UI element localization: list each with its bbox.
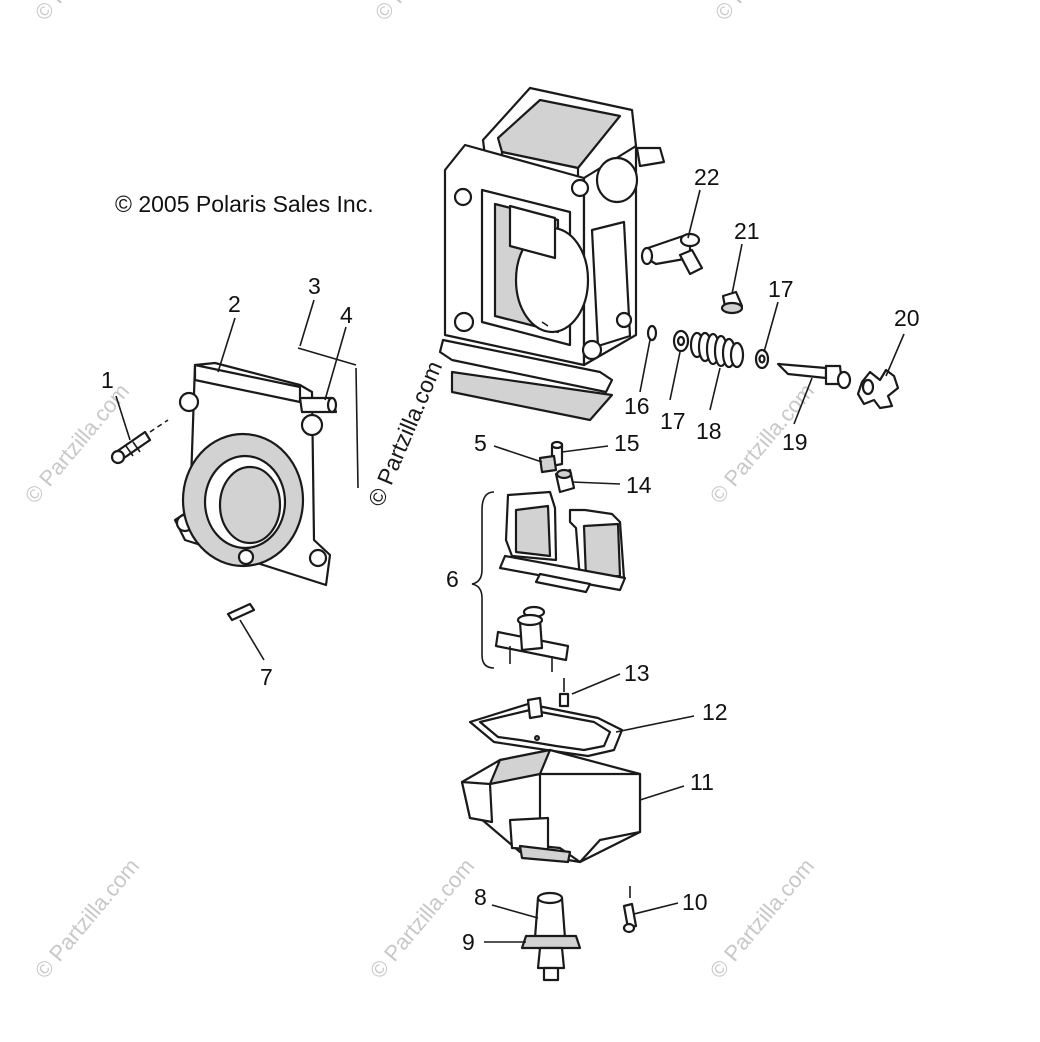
watermark-bottom-right: © Partzilla.com	[705, 854, 819, 984]
part-18-spring	[689, 331, 745, 369]
callout-18: 18	[696, 418, 722, 444]
part-12-gasket	[468, 696, 624, 758]
callout-7: 7	[260, 664, 273, 690]
callout-22: 22	[694, 164, 720, 190]
callouts: 1 2 3 4 5 6 7 8 9 10 11 12 13 14 15 16 1…	[101, 164, 920, 955]
part-19-needle-screw	[776, 362, 852, 390]
watermark-top-left: © Partzilla.com	[30, 0, 144, 25]
part-5-plug	[538, 454, 558, 474]
leader-lines	[115, 189, 905, 943]
callout-20: 20	[894, 305, 920, 331]
callout-4: 4	[340, 302, 353, 328]
watermark-top-mid: © Partzilla.com	[370, 0, 484, 25]
part-20-knob	[856, 368, 900, 410]
part-10-screw	[622, 886, 638, 934]
callout-21: 21	[734, 218, 760, 244]
callout-6: 6	[446, 566, 459, 592]
part-3-wire	[297, 347, 359, 489]
part-13-screw	[558, 678, 570, 708]
callout-8: 8	[474, 884, 487, 910]
part-2-cover	[173, 361, 338, 587]
watermark-bottom-mid: © Partzilla.com	[365, 854, 479, 984]
callout-16: 16	[624, 393, 650, 419]
part-17-washer-b	[754, 348, 770, 370]
part-1-screw	[110, 419, 169, 465]
watermark-bottom-left: © Partzilla.com	[30, 854, 144, 984]
callout-9: 9	[462, 929, 475, 955]
watermark-center: © Partzilla.com	[363, 357, 447, 510]
callout-10: 10	[682, 889, 708, 915]
callout-1: 1	[101, 367, 114, 393]
callout-17-b: 17	[768, 276, 794, 302]
callout-2: 2	[228, 291, 241, 317]
part-17-washer-a	[672, 329, 690, 353]
callout-3: 3	[308, 273, 321, 299]
watermark-top-right: © Partzilla.com	[710, 0, 824, 25]
callout-12: 12	[702, 699, 728, 725]
callout-13: 13	[624, 660, 650, 686]
callout-5: 5	[474, 430, 487, 456]
part-7-pin	[226, 602, 256, 622]
part-6-float-assembly	[471, 490, 627, 672]
part-8-9-drain	[520, 891, 582, 982]
callout-11: 11	[690, 769, 714, 795]
callout-14: 14	[626, 472, 652, 498]
watermarks: © Partzilla.com © Partzilla.com © Partzi…	[20, 0, 824, 983]
callout-17-a: 17	[660, 408, 686, 434]
part-21-jet	[720, 290, 744, 315]
part-22-fitting	[640, 232, 704, 276]
part-16-ring	[646, 324, 658, 342]
callout-19: 19	[782, 429, 808, 455]
carburetor-body	[438, 86, 666, 422]
callout-15: 15	[614, 430, 640, 456]
part-11-float-bowl	[460, 748, 642, 864]
copyright-text: © 2005 Polaris Sales Inc.	[115, 191, 374, 217]
part-14-jet	[554, 468, 576, 494]
